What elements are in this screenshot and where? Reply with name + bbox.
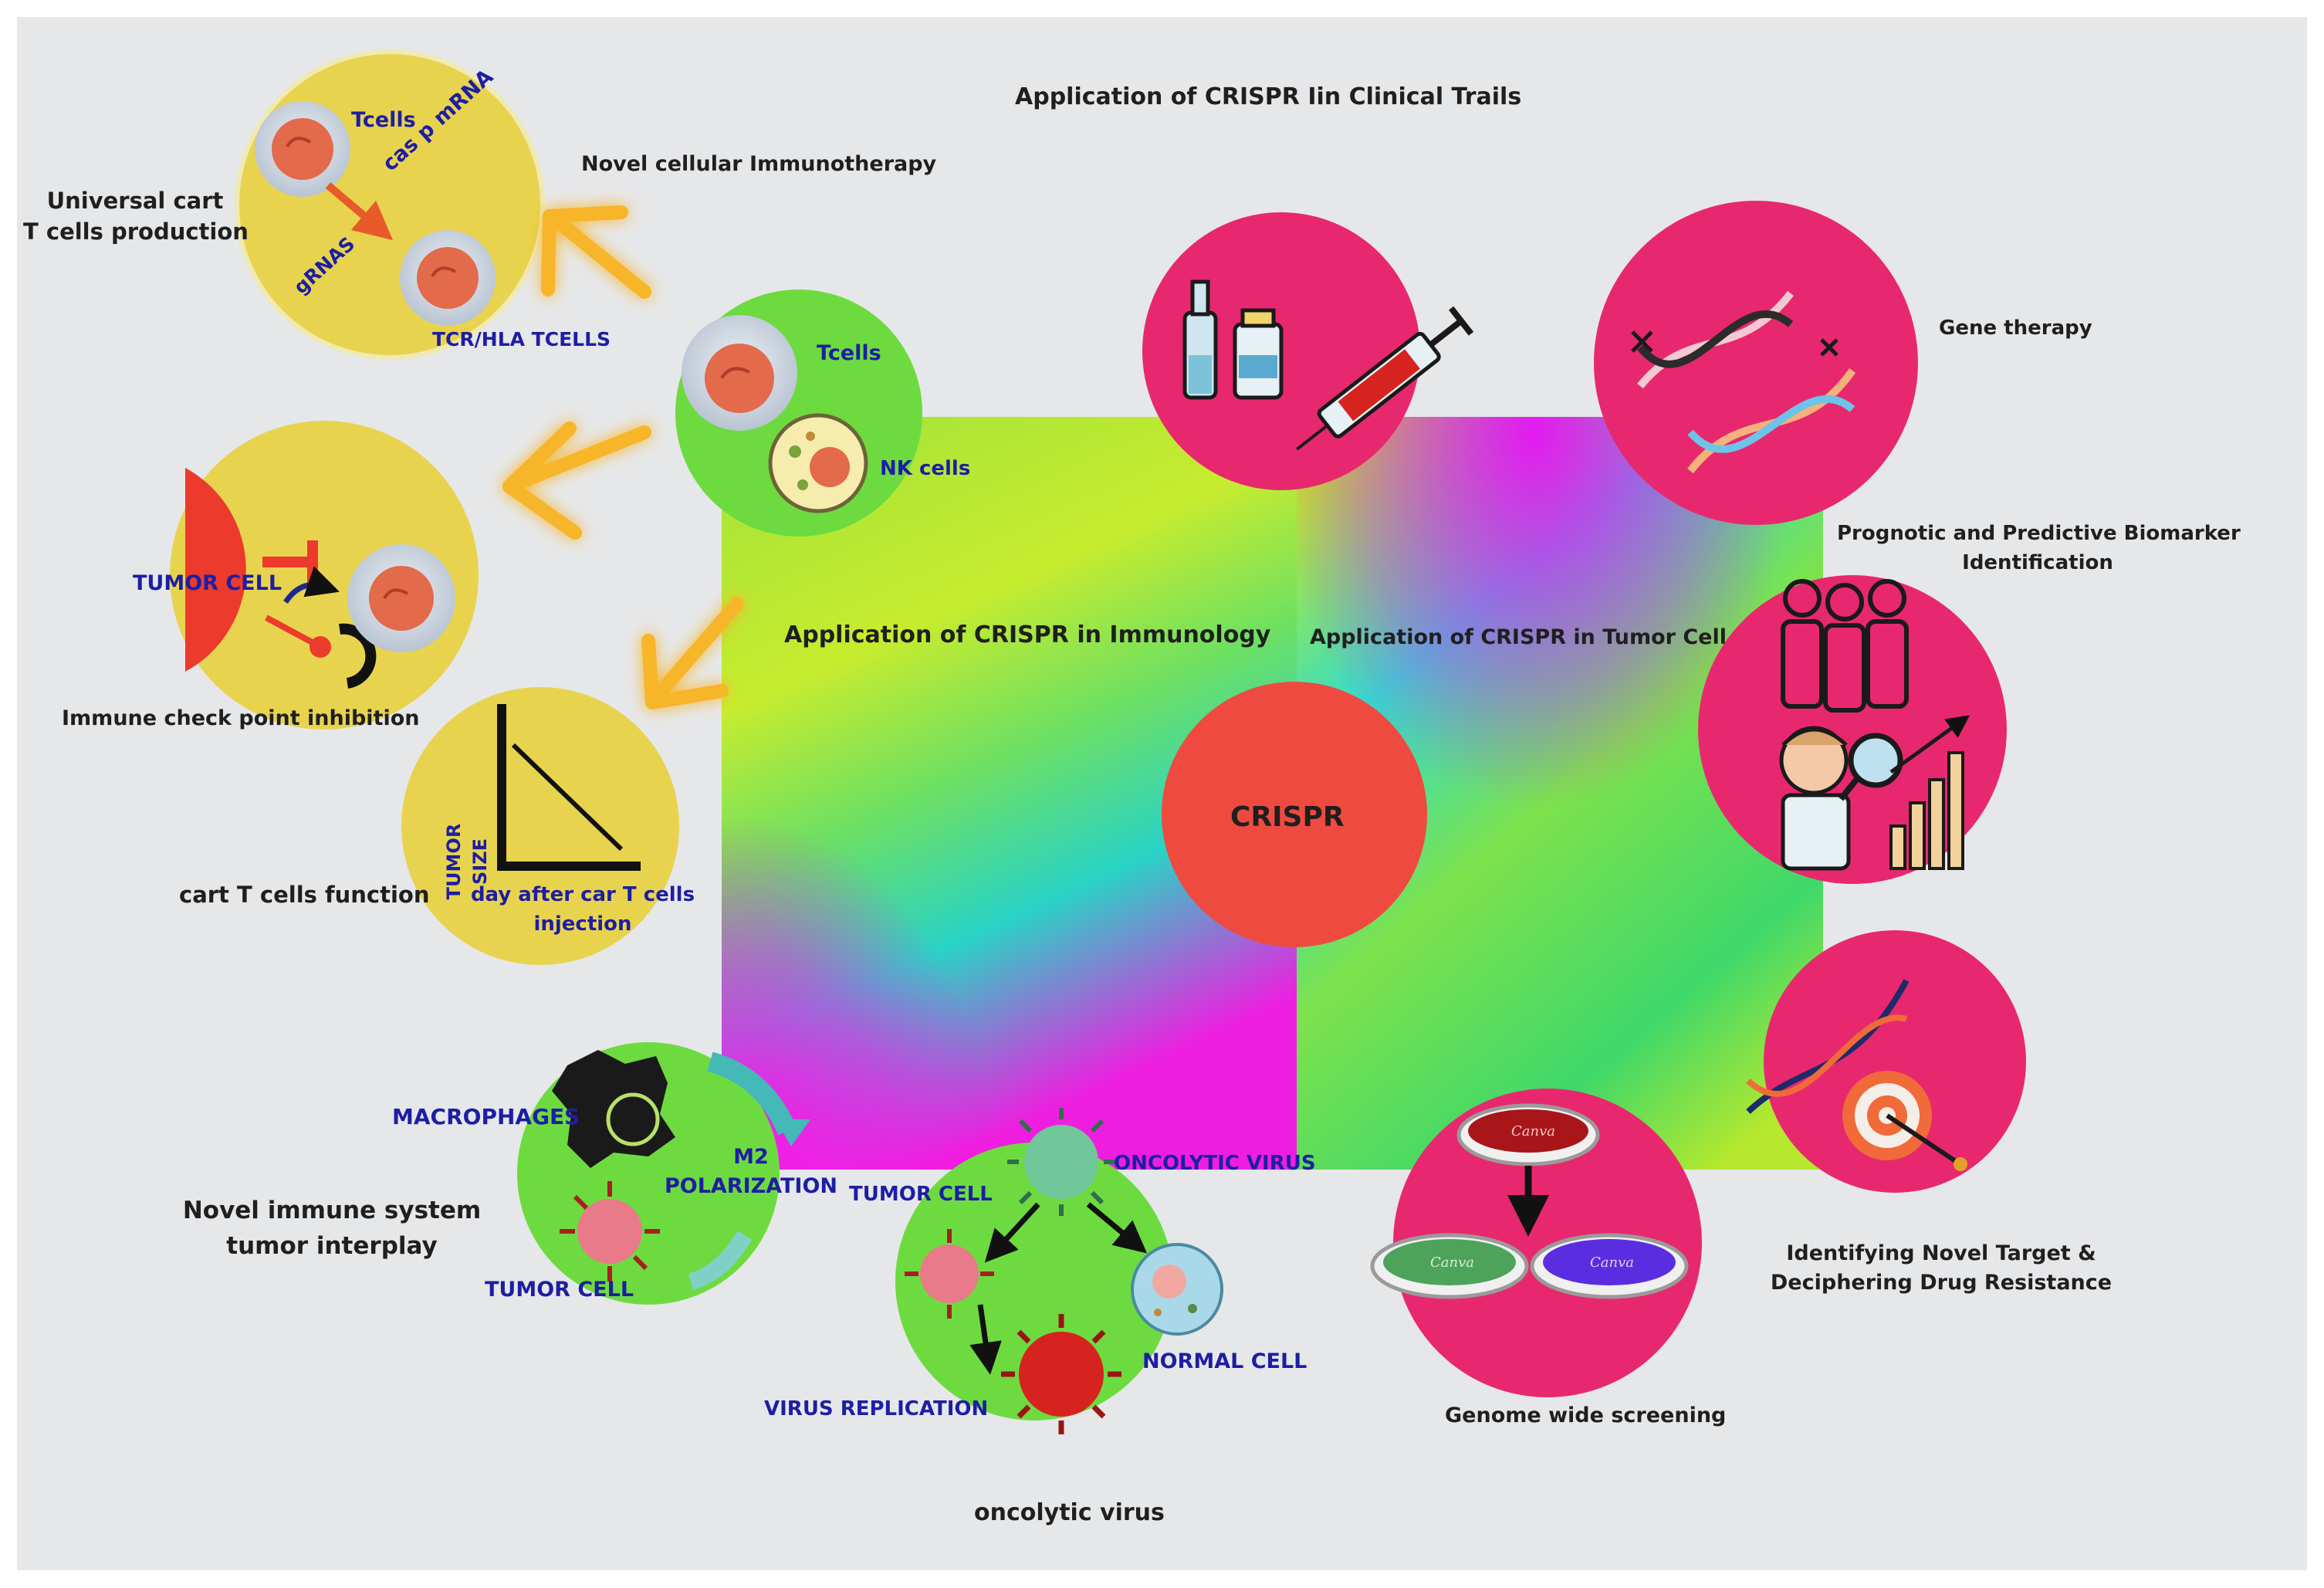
dna-icon — [1637, 290, 1856, 474]
clinical-trials-circle — [1142, 212, 1474, 490]
gene-therapy-circle — [1594, 201, 1918, 525]
universal-cart-circle — [235, 49, 545, 360]
checkpoint-circle — [170, 421, 479, 730]
nk-cell-icon — [768, 413, 868, 513]
edit-arrow-icon — [325, 182, 394, 241]
caption-line: T cells production — [23, 218, 249, 245]
tumor-cell-label: TUMOR CELL — [485, 1278, 634, 1302]
tcells-label: Tcells — [817, 341, 881, 365]
arrow-to-checkpoint-icon — [502, 422, 651, 540]
arrow-to-universal-icon — [541, 205, 651, 299]
petri-dish-green-icon — [1370, 1233, 1529, 1299]
petri-dish-purple-icon — [1530, 1233, 1689, 1299]
caption-line: Universal cart — [46, 188, 224, 214]
checkpoint-receptor-icon — [339, 623, 377, 689]
biomarker-caption: Prognotic and Predictive Biomarker Ident… — [1837, 519, 2241, 577]
caption-line: Novel immune system — [182, 1197, 482, 1224]
axis-label-line: TUMOR — [443, 823, 465, 900]
axis-label-line: injection — [533, 913, 632, 936]
researcher-magnifier-icon — [1779, 726, 1903, 871]
tcell-icon — [255, 101, 350, 197]
petri-dish-red-icon — [1456, 1103, 1600, 1166]
label-line: M2 — [733, 1145, 769, 1169]
flow-arrows — [502, 205, 744, 709]
return-arrow-icon — [688, 1231, 753, 1290]
caption-line: Identifying Novel Target & — [1786, 1241, 2096, 1265]
bar-chart-icon — [1889, 751, 1964, 870]
target-icon — [1842, 1071, 1967, 1171]
tumor-cell-quadrant-label: Application of CRISPR in Tumor Cell — [1310, 625, 1727, 649]
caption-line: tumor interplay — [226, 1232, 438, 1260]
caption-line: Deciphering Drug Resistance — [1770, 1271, 2113, 1295]
tumor-cell-icon — [905, 1229, 994, 1319]
caption-line: Prognotic and Predictive Biomarker — [1837, 522, 2241, 545]
normal-cell-label: NORMAL CELL — [1142, 1349, 1307, 1373]
crispr-center-label: CRISPR — [1230, 801, 1345, 833]
crispr-center-circle — [1162, 682, 1427, 947]
immunology-quadrant-label: Application of CRISPR in Immunology — [784, 621, 1271, 648]
biomarker-circle — [1698, 575, 2007, 884]
oncolytic-virus-circle — [895, 1108, 1223, 1434]
tumor-cell-icon — [560, 1181, 660, 1282]
nk-cells-label: NK cells — [880, 457, 971, 480]
tumor-cell-label: TUMOR CELL — [133, 571, 282, 595]
dish-label: Canva — [1430, 1254, 1474, 1271]
replicating-virus-icon — [1001, 1314, 1121, 1434]
macrophages-label: MACROPHAGES — [392, 1104, 580, 1129]
polarization-arrow-icon — [707, 1051, 797, 1136]
immune-interplay-circle — [517, 1042, 810, 1305]
novel-cellular-circle — [675, 289, 922, 537]
normal-cell-icon — [1131, 1243, 1223, 1336]
genome-screening-caption: Genome wide screening — [1445, 1403, 1727, 1427]
people-group-icon — [1781, 579, 1909, 713]
tumor-cell-shape — [185, 468, 246, 672]
tumor-cell-label: TUMOR CELL — [849, 1183, 993, 1206]
medicine-bottle-icon — [1233, 308, 1284, 400]
cart-function-circle — [401, 687, 679, 965]
modified-tcell-icon — [400, 230, 496, 326]
chart-x-axis-label: day after car T cells injection — [467, 880, 699, 939]
macrophage-icon — [552, 1050, 675, 1168]
oncolytic-virus-caption: oncolytic virus — [974, 1499, 1165, 1526]
tcells-label: Tcells — [351, 108, 416, 132]
virus-replication-label: VIRUS REPLICATION — [764, 1397, 989, 1420]
page-title: Application of CRISPR Iin Clinical Trail… — [1015, 83, 1522, 110]
tcr-hla-label: TCR/HLA TCELLS — [432, 328, 611, 350]
drug-resistance-caption: Identifying Novel Target & Deciphering D… — [1768, 1239, 2115, 1298]
gene-therapy-caption: Gene therapy — [1939, 317, 2092, 340]
dish-label: Canva — [1511, 1123, 1555, 1139]
genome-screening-circle — [1370, 1089, 1702, 1397]
dna-icon — [1746, 979, 1910, 1114]
m2-polarization-label: M2 POLARIZATION — [662, 1143, 840, 1201]
immune-interplay-caption: Novel immune system tumor interplay — [178, 1193, 486, 1264]
tumor-size-trend-line — [511, 743, 624, 852]
axis-label-line: day after car T cells — [470, 883, 695, 906]
dish-label: Canva — [1590, 1254, 1634, 1271]
novel-cellular-caption: Novel cellular Immunotherapy — [581, 152, 937, 176]
tcell-icon — [682, 315, 797, 431]
oncolytic-virus-icon — [1007, 1108, 1115, 1216]
universal-cart-caption: Universal cart T cells production — [23, 185, 249, 247]
tcell-icon — [347, 544, 455, 652]
cart-function-caption: cart T cells function — [179, 882, 430, 908]
syringe-icon — [1296, 306, 1474, 451]
arrow-to-cart-function-icon — [641, 597, 744, 709]
caption-line: Identification — [1962, 551, 2113, 574]
label-line: POLARIZATION — [664, 1174, 838, 1198]
checkpoint-caption: Immune check point inhibition — [62, 706, 420, 730]
drug-resistance-circle — [1746, 930, 2026, 1193]
vial-icon — [1182, 279, 1218, 400]
oncolytic-virus-label: ONCOLYTIC VIRUS — [1114, 1152, 1316, 1175]
